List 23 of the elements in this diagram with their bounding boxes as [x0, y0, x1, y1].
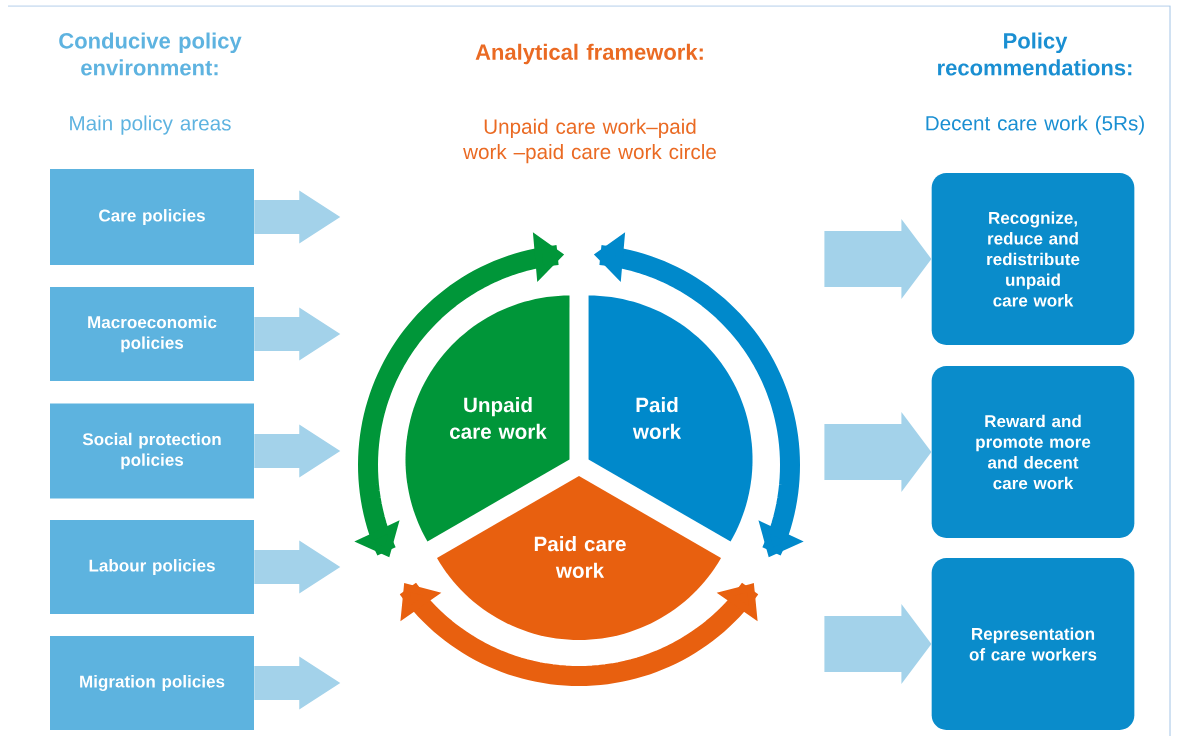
column-subheading: Decent care work (5Rs)	[926, 115, 1144, 135]
column-heading: Analytical framework:	[475, 43, 703, 65]
recommendation-box: Recognize, reduce and redistribute unpaid care work	[931, 173, 1135, 345]
block-arrow	[254, 540, 341, 594]
column-subheading: Main policy areas	[70, 115, 231, 135]
recommendation-box: Reward and promote more and decent care work	[931, 366, 1135, 538]
block-arrow	[254, 190, 341, 244]
column-heading: Policy recommendations:	[938, 32, 1132, 76]
policy-area-box: Social protection policies	[50, 403, 254, 499]
block-arrow	[254, 656, 341, 710]
pie-sector: Paid care work	[437, 476, 722, 640]
block-arrow	[824, 412, 932, 492]
column-subheading: Unpaid care work–paid work –paid care work circle	[463, 118, 716, 164]
block-arrow	[824, 604, 932, 684]
policy-area-box: Care policies	[50, 169, 254, 265]
block-arrow	[254, 307, 341, 361]
policy-area-box: Migration policies	[50, 636, 254, 730]
column-heading: Conducive policy environment:	[59, 32, 242, 76]
block-arrow	[824, 219, 932, 299]
block-arrow	[254, 424, 341, 478]
recommendation-box: Representation of care workers	[931, 558, 1135, 730]
policy-area-box: Macroeconomic policies	[50, 287, 254, 381]
policy-area-box: Labour policies	[50, 520, 254, 614]
